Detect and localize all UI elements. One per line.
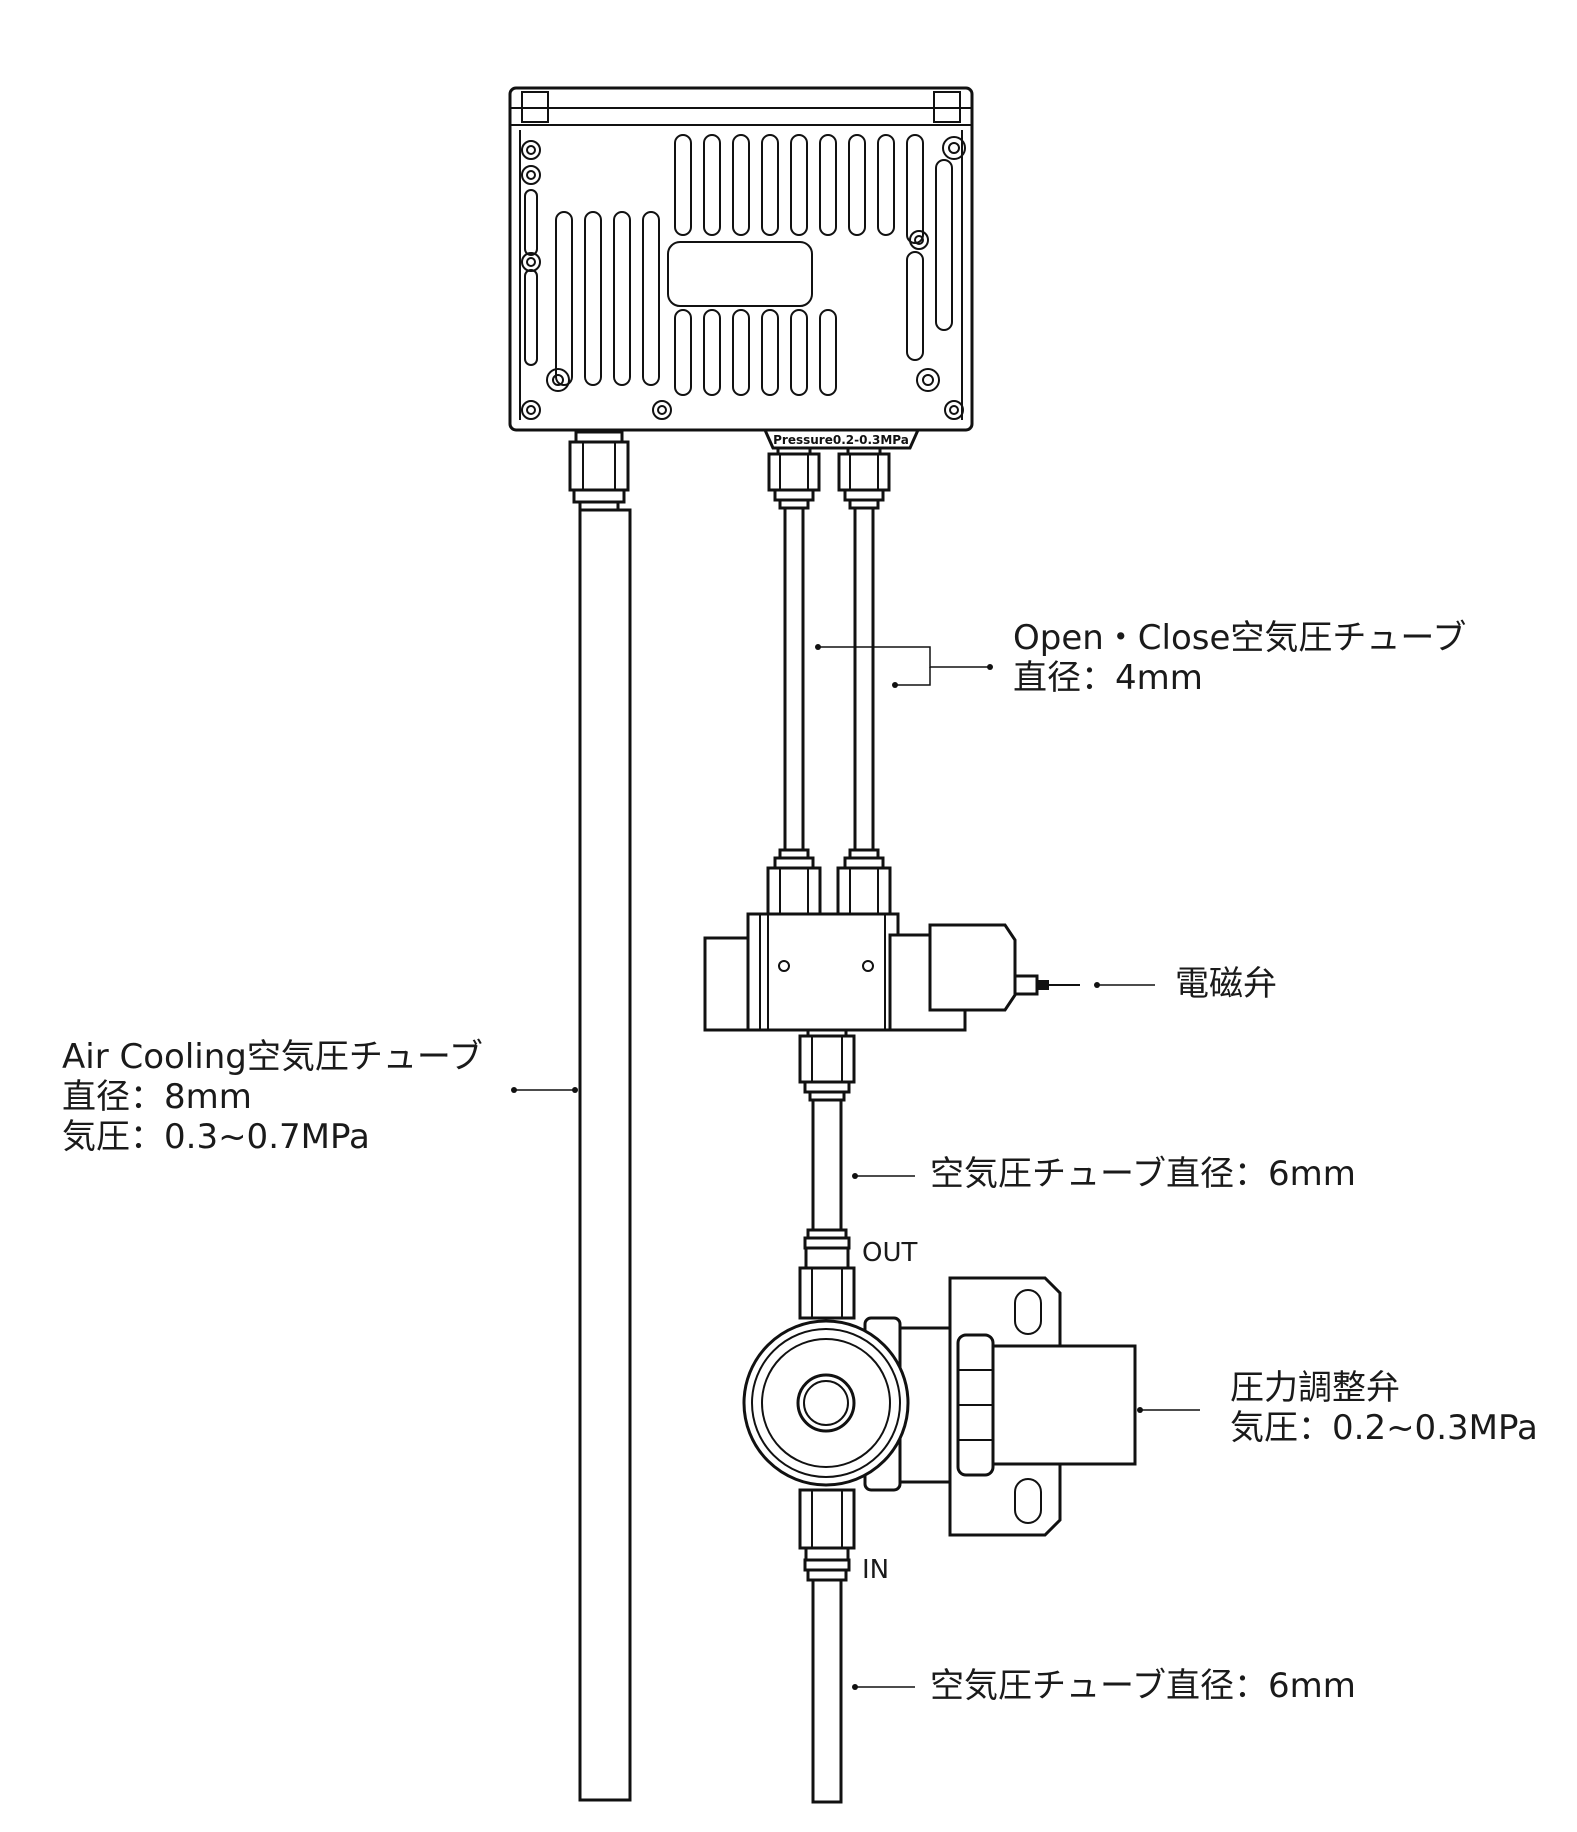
leader-lines <box>511 644 1200 1690</box>
air-cooling-tube-diameter: 直径：8mm <box>62 1077 252 1117</box>
port-in-label: IN <box>862 1555 890 1585</box>
supply-tube-in-label: 空気圧チューブ直径：6mm <box>930 1666 1356 1706</box>
supply-tube-out-label: 空気圧チューブ直径：6mm <box>930 1154 1356 1194</box>
air-cooling-tube <box>568 430 632 1802</box>
air-cooling-tube-title: Air Cooling空気圧チューブ <box>62 1037 483 1077</box>
pressure-regulator-pressure: 気圧：0.2~0.3MPa <box>1230 1408 1538 1448</box>
pressure-regulator-title: 圧力調整弁 <box>1230 1368 1400 1408</box>
air-cooling-tube-label: Air Cooling空気圧チューブ 直径：8mm 気圧：0.3~0.7MPa <box>62 1037 483 1157</box>
open-close-tube-right <box>836 446 892 916</box>
open-close-tube-left <box>766 446 822 916</box>
pressure-regulator <box>742 1276 1137 1537</box>
port-out-label: OUT <box>862 1238 918 1268</box>
open-close-tube-label: Open・Close空気圧チューブ 直径：4mm <box>1013 618 1466 698</box>
solenoid-valve-label: 電磁弁 <box>1175 964 1277 1004</box>
control-housing: Pressure0.2-0.3MPa <box>508 86 974 450</box>
open-close-tube-diameter: 直径：4mm <box>1013 658 1203 698</box>
open-close-tube-title: Open・Close空気圧チューブ <box>1013 618 1467 658</box>
pressure-regulator-label: 圧力調整弁 気圧：0.2~0.3MPa <box>1230 1368 1538 1448</box>
solenoid-valve <box>703 912 1080 1032</box>
screw-icon <box>521 136 966 420</box>
supply-tube-in <box>798 1488 856 1804</box>
supply-tube-out <box>798 1028 856 1320</box>
air-cooling-tube-pressure: 気圧：0.3~0.7MPa <box>62 1117 370 1157</box>
housing-tag: Pressure0.2-0.3MPa <box>773 433 909 447</box>
